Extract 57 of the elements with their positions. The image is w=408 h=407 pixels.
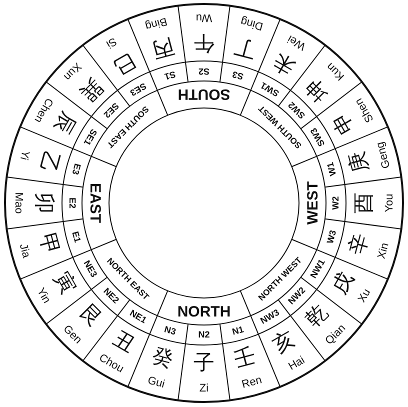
sector-code: SW1	[259, 80, 281, 98]
chinese-character: 卯	[34, 192, 54, 214]
chinese-character: 未	[270, 50, 298, 79]
sector-code: W3	[325, 229, 338, 245]
pinyin-label: Si	[104, 34, 118, 50]
pinyin-label: Zi	[199, 384, 209, 394]
sector-code: NE1	[128, 309, 148, 326]
pinyin-label: Ren	[240, 374, 264, 391]
chinese-character: 辛	[346, 232, 372, 258]
pinyin-label: Xu	[356, 287, 374, 305]
pinyin-label: Geng	[374, 140, 392, 170]
sector-code: N1	[231, 324, 245, 336]
pinyin-label: Bing	[144, 15, 168, 32]
chinese-character: 丁	[232, 36, 258, 62]
sector-code: N3	[163, 324, 177, 336]
direction-label: EAST	[88, 183, 102, 223]
chinese-character: 子	[194, 352, 214, 374]
chinese-character: 庚	[346, 148, 372, 174]
sector-code: W1	[325, 161, 338, 177]
pinyin-label: Mao	[12, 192, 24, 214]
chinese-character: 戌	[328, 268, 357, 298]
chinese-character: 午	[194, 32, 214, 54]
pinyin-label: Xin	[376, 242, 392, 260]
sector-code: S1	[163, 70, 176, 82]
chinese-character: 乙	[36, 148, 62, 174]
chinese-character: 甲	[36, 232, 62, 258]
direction-label: NORTH	[177, 304, 231, 320]
chinese-character: 酉	[354, 192, 374, 214]
chinese-character: 申	[328, 108, 357, 138]
sector-code: NW3	[259, 308, 281, 326]
chinese-character: 亥	[270, 327, 298, 356]
pinyin-label: You	[384, 194, 396, 212]
direction-label: WEST	[306, 181, 320, 225]
pinyin-label: Hai	[287, 355, 307, 373]
sector-code: SE2	[101, 100, 120, 119]
sector-code: SE3	[128, 80, 148, 97]
sector-code: E3	[70, 162, 82, 176]
pinyin-label: Yi	[18, 148, 31, 161]
sector-code: E2	[68, 198, 76, 208]
pinyin-label: Wu	[196, 12, 212, 22]
chinese-character: 丙	[150, 36, 176, 62]
sector-code: S2	[198, 66, 210, 76]
pinyin-label: Jia	[17, 242, 32, 260]
chinese-character: 壬	[232, 344, 258, 370]
direction-label: SOUTH	[178, 86, 230, 102]
pinyin-label: Yin	[34, 286, 52, 306]
chinese-character: 巳	[110, 50, 138, 79]
sector-code: W2	[332, 196, 340, 210]
chinese-character: 辰	[51, 108, 80, 138]
sector-code: E1	[70, 230, 82, 244]
chinese-character: 癸	[150, 344, 176, 370]
sector-code: N2	[198, 330, 210, 340]
sector-code: S3	[232, 70, 245, 82]
chinese-character: 寅	[51, 268, 80, 298]
pinyin-label: Ding	[240, 15, 264, 32]
pinyin-label: Wei	[286, 32, 308, 52]
pinyin-label: Gui	[146, 375, 166, 390]
